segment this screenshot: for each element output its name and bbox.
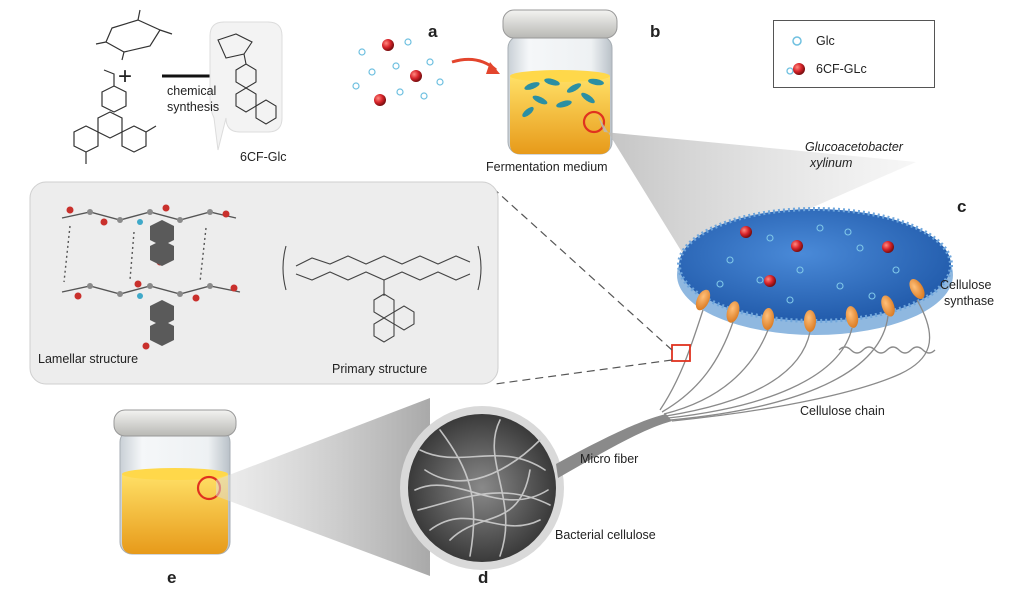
cellulose-chain-helix bbox=[838, 346, 936, 354]
panel-label-a: a bbox=[428, 22, 438, 41]
cellulose-synthase-label-line2: synthase bbox=[944, 294, 995, 308]
open-circle-icon bbox=[784, 31, 810, 51]
synthesis-label-line2: synthesis bbox=[167, 100, 220, 114]
product-jar bbox=[113, 409, 237, 555]
6cf-glc-structure bbox=[217, 33, 277, 125]
bacterial-cellulose-label: Bacterial cellulose bbox=[555, 528, 656, 542]
legend-item-glc: Glc bbox=[784, 31, 835, 51]
plus-sign: + bbox=[118, 63, 132, 90]
dashed-zoom-lines bbox=[494, 189, 673, 385]
micro-fiber-bundle bbox=[556, 414, 672, 478]
primary-structure-label: Primary structure bbox=[332, 362, 428, 376]
transfer-arrow bbox=[451, 57, 500, 74]
panel-label-d: d bbox=[478, 568, 489, 587]
lamellar-structure-label: Lamellar structure bbox=[38, 352, 139, 366]
floating-molecules bbox=[352, 38, 444, 106]
primary-structure-model bbox=[282, 245, 482, 343]
zoom-cone-jar-to-cell bbox=[598, 116, 916, 262]
cellulose-chain-label: Cellulose chain bbox=[800, 404, 885, 418]
fermentation-medium-caption: Fermentation medium bbox=[486, 160, 608, 174]
synthesis-label-line1: chemical bbox=[167, 84, 217, 98]
bacterial-cellulose-fiber-disk bbox=[400, 406, 564, 570]
micro-fiber-label: Micro fiber bbox=[580, 452, 639, 466]
legend-label-6cf-glc: 6CF-GLc bbox=[816, 62, 867, 76]
legend: Glc 6CF-GLc bbox=[773, 20, 935, 88]
red-sphere-icon bbox=[784, 59, 810, 79]
zoom-marker-square bbox=[671, 344, 691, 362]
product-label: 6CF-Glc bbox=[240, 150, 287, 164]
cellulose-synthase-complexes bbox=[695, 279, 925, 332]
fluorescein-structure bbox=[73, 69, 157, 164]
product-callout-bubble bbox=[209, 21, 283, 151]
panel-label-b: b bbox=[650, 22, 661, 41]
structure-panel bbox=[29, 181, 499, 385]
organism-name-line1: Glucoacetobacter bbox=[805, 140, 903, 154]
cellulose-synthase-label-line1: Cellulose bbox=[940, 278, 992, 292]
legend-item-6cf-glc: 6CF-GLc bbox=[784, 59, 867, 79]
lamellar-structure-model bbox=[61, 204, 241, 350]
fermentation-jar bbox=[502, 9, 618, 155]
bacterial-cell bbox=[677, 207, 953, 335]
panel-label-e: e bbox=[167, 568, 177, 587]
legend-label-glc: Glc bbox=[816, 34, 835, 48]
glucose-derivative-structure bbox=[95, 9, 173, 61]
organism-name-line2: xylinum bbox=[810, 156, 853, 170]
zoom-cone-jar-to-fiber bbox=[216, 398, 430, 576]
panel-label-c: c bbox=[957, 197, 967, 216]
